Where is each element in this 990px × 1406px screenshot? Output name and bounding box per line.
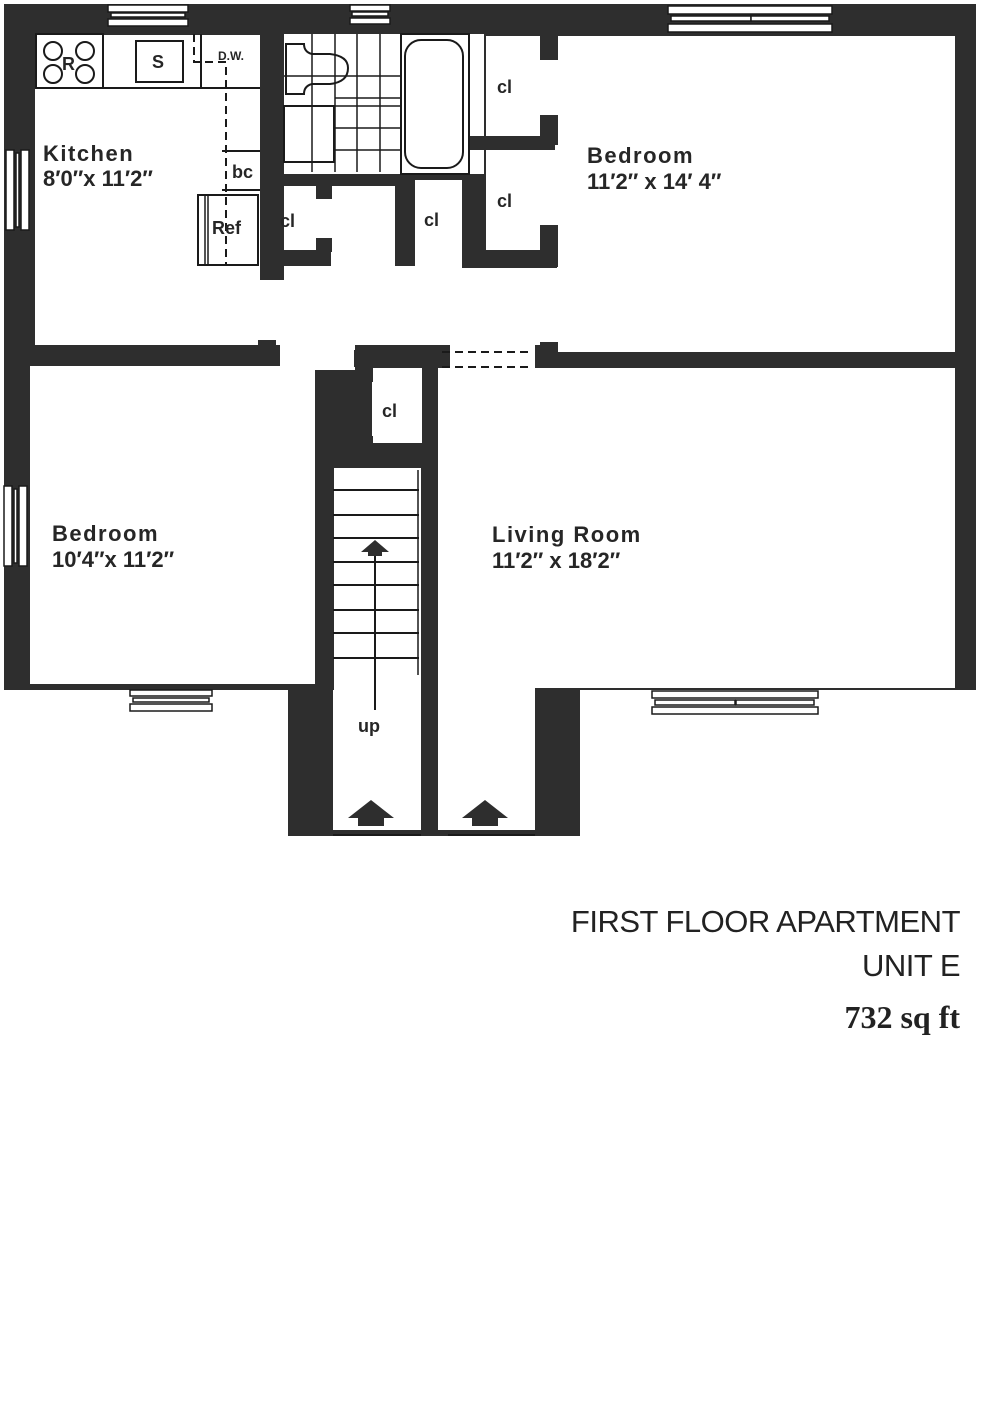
burner-icon <box>43 64 63 84</box>
room-interiors <box>30 34 955 830</box>
kitchen-fixtures: R S D.W. bc Ref <box>35 33 260 266</box>
closet-label: cl <box>280 211 295 231</box>
entry-arrow-icon <box>462 800 508 826</box>
closet-label: cl <box>382 401 397 421</box>
entry-arrow-icon <box>348 800 394 826</box>
hall-opening <box>442 351 530 368</box>
plan-caption: FIRST FLOOR APARTMENT UNIT E 732 sq ft <box>570 900 961 1040</box>
caption-title: FIRST FLOOR APARTMENT <box>570 904 961 939</box>
window-kitchen-left <box>5 149 30 231</box>
closet-labels: cl cl cl cl cl <box>280 77 512 421</box>
stairs: up <box>333 470 419 736</box>
window-bedroom1-top <box>667 5 833 33</box>
burner-icon <box>43 41 63 61</box>
bedroom-1-name: Bedroom <box>587 143 694 168</box>
bathtub <box>404 39 464 169</box>
stair-label: up <box>358 716 380 736</box>
living-room-dims: 11′2″ x 18′2″ <box>492 548 621 573</box>
arrow-up-icon <box>361 540 389 556</box>
windows <box>3 4 833 715</box>
burner-icon <box>75 64 95 84</box>
kitchen-dims: 8′0″x 11′2″ <box>43 166 153 191</box>
wall-jambs <box>30 35 955 836</box>
window-kitchen-top <box>107 4 189 27</box>
vanity <box>283 105 335 163</box>
kitchen-name: Kitchen <box>43 141 134 166</box>
closet-label: cl <box>497 191 512 211</box>
toilet <box>285 43 350 95</box>
living-room-name: Living Room <box>492 522 642 547</box>
refrigerator-label: Ref <box>212 218 242 238</box>
caption-area: 732 sq ft <box>844 999 960 1035</box>
window-bedroom2-left <box>3 485 28 567</box>
window-bath-top <box>349 4 391 25</box>
sink <box>135 40 184 83</box>
refrigerator <box>197 194 259 266</box>
closet-label: cl <box>424 210 439 230</box>
bedroom-2-name: Bedroom <box>52 521 159 546</box>
window-living-bottom <box>651 690 819 715</box>
bedroom-2-dims: 10′4″x 11′2″ <box>52 547 175 572</box>
range-label: R <box>62 54 75 74</box>
bathroom-fixtures <box>283 33 470 175</box>
closet-label: cl <box>497 77 512 97</box>
caption-unit: UNIT E <box>861 948 961 983</box>
window-bedroom2-bottom <box>129 689 213 712</box>
sink-label: S <box>152 52 164 72</box>
burner-icon <box>75 41 95 61</box>
entry-arrows <box>333 800 535 836</box>
room-labels: Kitchen 8′0″x 11′2″ Bedroom 11′2″ x 14′ … <box>43 141 722 573</box>
broom-closet-label: bc <box>232 162 253 182</box>
bedroom-1-dims: 11′2″ x 14′ 4″ <box>587 169 722 194</box>
floor-plan: R S D.W. bc Ref c <box>3 4 976 836</box>
dishwasher-label: D.W. <box>218 49 244 63</box>
